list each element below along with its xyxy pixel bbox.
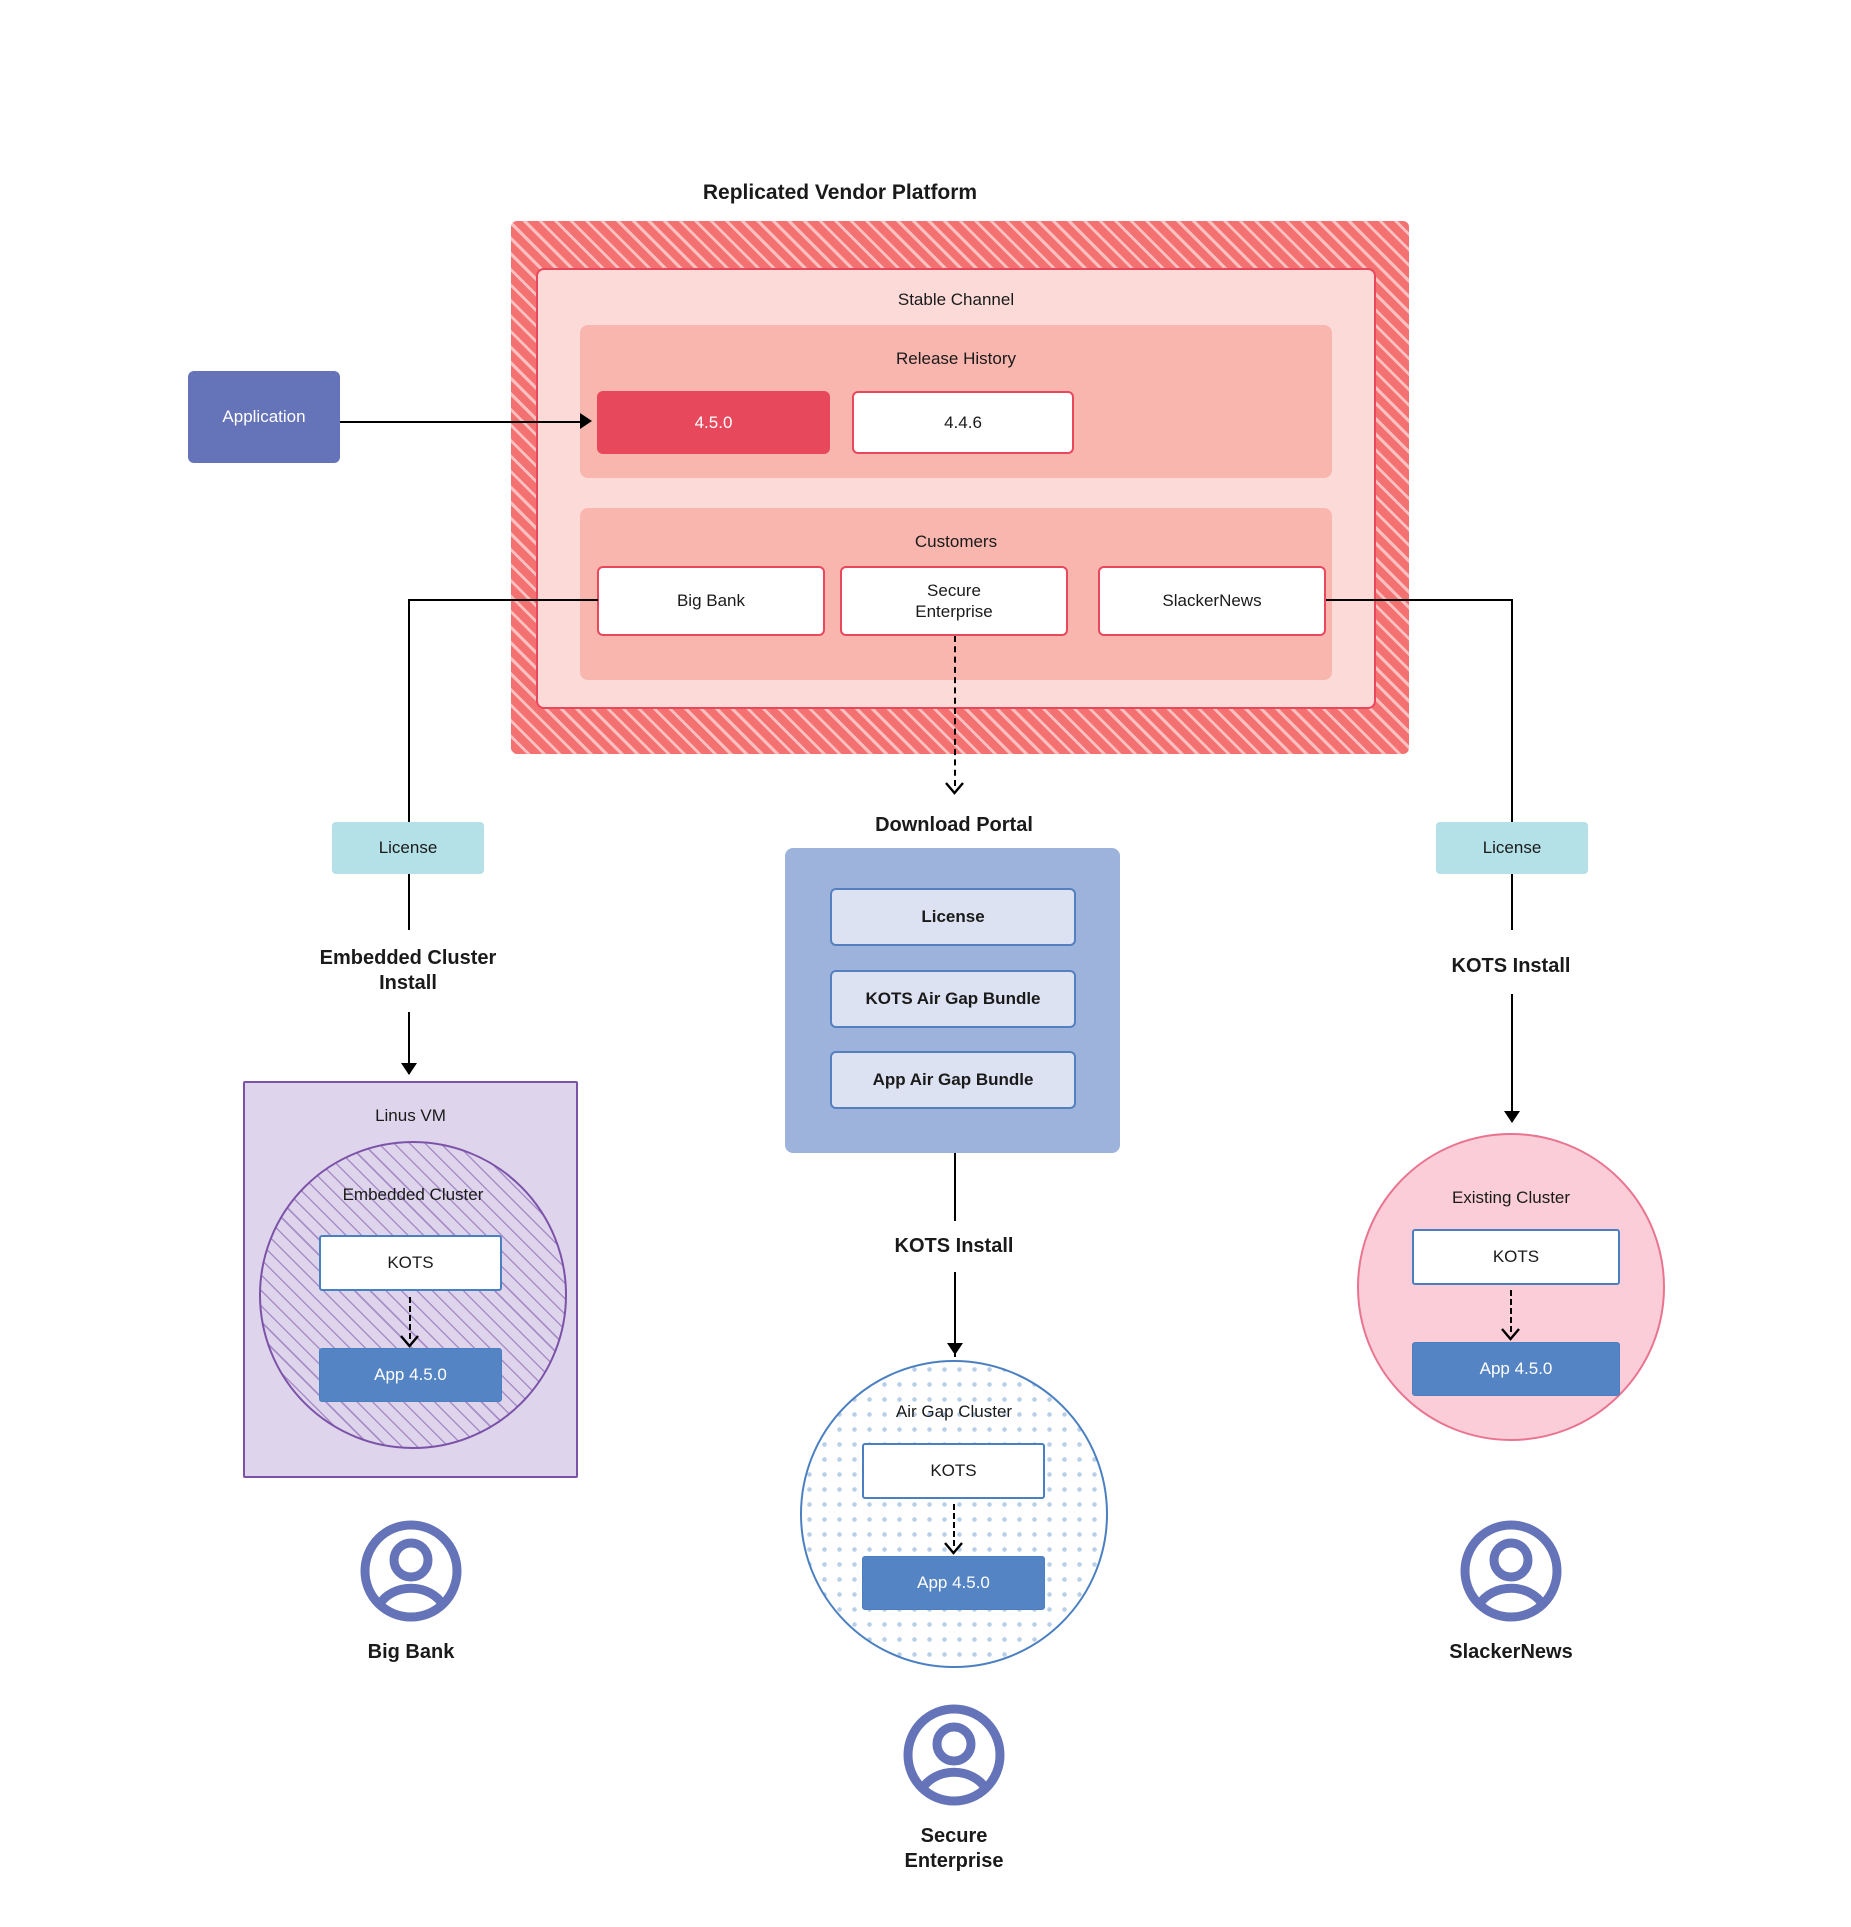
kots-install-label-center: KOTS Install (894, 1234, 1014, 1257)
existing-kots-to-app-connector (1510, 1290, 1512, 1332)
airgap-cluster-arrow-icon (947, 1343, 963, 1355)
install-to-cluster-connector-center (954, 1272, 956, 1357)
license-right-connector (1511, 874, 1513, 930)
embedded-kots-chevron-down-icon (399, 1334, 420, 1349)
linus-vm-label: Linus VM (375, 1106, 446, 1126)
embedded-kots-to-app-connector (409, 1297, 411, 1339)
user-avatar-icon-secure-enterprise (902, 1703, 1006, 1807)
portal-to-install-connector (954, 1153, 956, 1221)
license-chip-left[interactable]: License (332, 822, 484, 874)
existing-cluster-label: Existing Cluster (1451, 1188, 1571, 1208)
embedded-kots-box[interactable]: KOTS (319, 1235, 502, 1291)
application-arrow-icon (580, 413, 592, 429)
portal-item-kots-air-gap-bundle[interactable]: KOTS Air Gap Bundle (830, 970, 1076, 1028)
user-avatar-icon-big-bank (359, 1519, 463, 1623)
page-title: Replicated Vendor Platform (702, 180, 978, 204)
existing-kots-box[interactable]: KOTS (1412, 1229, 1620, 1285)
existing-app-version-box[interactable]: App 4.5.0 (1412, 1342, 1620, 1396)
license-left-connector (408, 874, 410, 930)
download-portal-title: Download Portal (875, 813, 1033, 836)
slackernews-connector-vertical (1511, 599, 1513, 842)
airgap-kots-box[interactable]: KOTS (862, 1443, 1045, 1499)
application-to-release-connector (340, 421, 580, 423)
customer-card-slackernews[interactable]: SlackerNews (1098, 566, 1326, 636)
airgap-kots-to-app-connector (953, 1504, 955, 1546)
customer-label-secure-enterprise: Secure Enterprise (904, 1825, 1004, 1872)
download-portal-chevron-down-icon (944, 781, 965, 796)
existing-cluster-arrow-icon (1504, 1111, 1520, 1123)
secure-enterprise-dashed-connector (954, 636, 956, 786)
install-to-cluster-connector-right (1511, 994, 1513, 1120)
customers-title: Customers (914, 532, 998, 552)
air-gap-cluster-label: Air Gap Cluster (895, 1402, 1013, 1422)
portal-item-license[interactable]: License (830, 888, 1076, 946)
customer-card-secure-enterprise[interactable]: Secure Enterprise (840, 566, 1068, 636)
customer-label-slackernews: SlackerNews (1449, 1640, 1573, 1663)
big-bank-connector-vertical (408, 599, 410, 842)
embedded-cluster-install-label: Embedded Cluster Install (319, 947, 497, 994)
embedded-install-connector (408, 1012, 410, 1074)
portal-item-app-air-gap-bundle[interactable]: App Air Gap Bundle (830, 1051, 1076, 1109)
stable-channel-title: Stable Channel (897, 290, 1015, 310)
embedded-app-version-box[interactable]: App 4.5.0 (319, 1348, 502, 1402)
airgap-app-version-box[interactable]: App 4.5.0 (862, 1556, 1045, 1610)
customer-card-big-bank[interactable]: Big Bank (597, 566, 825, 636)
user-avatar-icon-slackernews (1459, 1519, 1563, 1623)
release-history-title: Release History (896, 349, 1016, 369)
application-box[interactable]: Application (188, 371, 340, 463)
slackernews-connector-horizontal (1326, 599, 1513, 601)
big-bank-connector-horizontal (408, 599, 598, 601)
customer-label-big-bank: Big Bank (367, 1640, 455, 1663)
embedded-cluster-label: Embedded Cluster (342, 1185, 484, 1205)
embedded-install-arrow-icon (401, 1063, 417, 1075)
existing-kots-chevron-down-icon (1500, 1327, 1521, 1342)
kots-install-label-right: KOTS Install (1451, 954, 1571, 977)
release-item-current[interactable]: 4.5.0 (597, 391, 830, 454)
release-item-previous[interactable]: 4.4.6 (852, 391, 1074, 454)
airgap-kots-chevron-down-icon (943, 1541, 964, 1556)
license-chip-right[interactable]: License (1436, 822, 1588, 874)
